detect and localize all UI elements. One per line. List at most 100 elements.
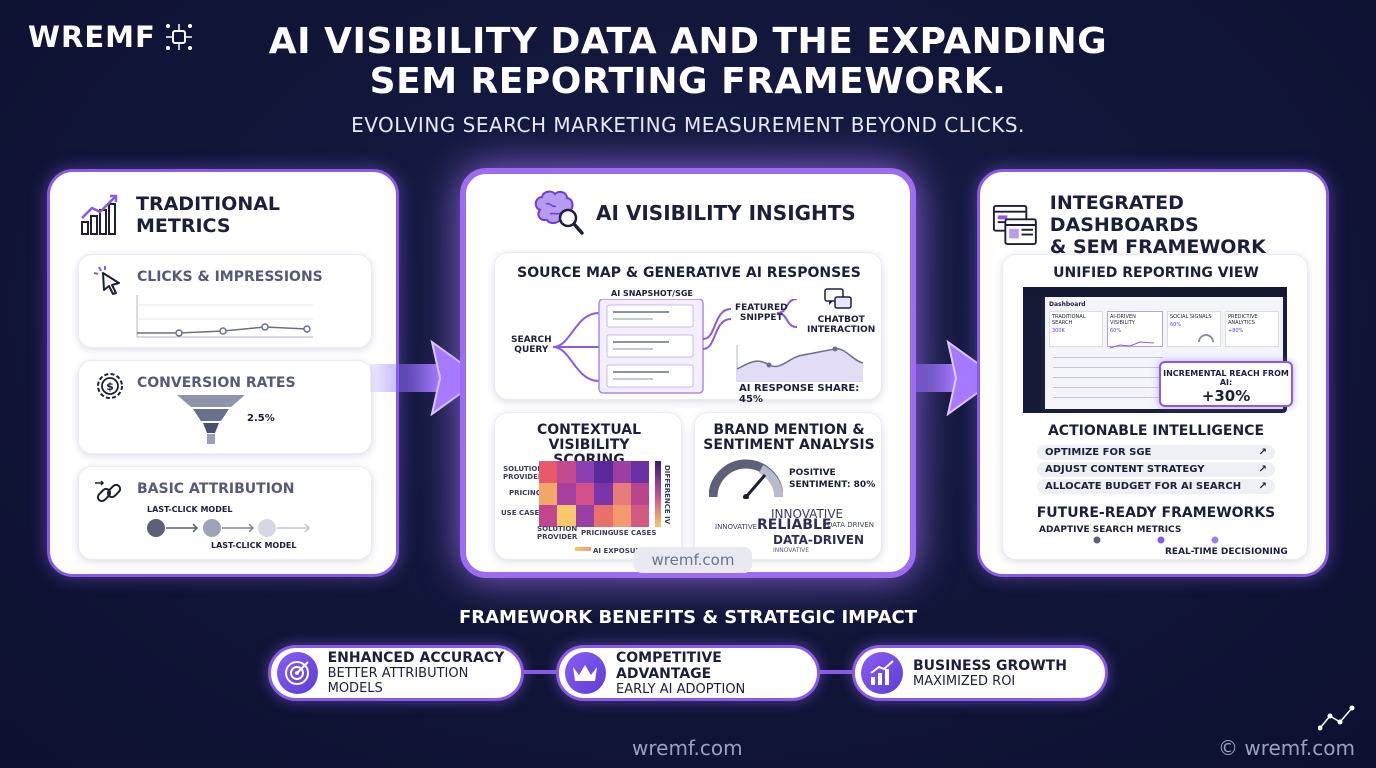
contextual-scoring-card: CONTEXTUAL VISIBILITY SCORING SOLUTION P… — [494, 412, 682, 560]
tile-value: 60% — [1110, 328, 1122, 334]
footer-watermark: wremf.com — [632, 736, 743, 760]
tile-label: AI-DRIVEN VISIBILITY — [1110, 314, 1136, 326]
ai-response-share: AI RESPONSE SHARE: 45% — [739, 383, 860, 405]
action-label: ADJUST CONTENT STRATEGY — [1045, 464, 1205, 475]
table-line — [1053, 387, 1163, 388]
action-allocate-budget[interactable]: ALLOCATE BUDGET FOR AI SEARCH ↗ — [1037, 479, 1275, 494]
target-icon — [277, 652, 318, 694]
word-innovative-tiny: INNOVATIVE — [773, 547, 810, 554]
tile-value: +80% — [1228, 328, 1244, 334]
tile-social: SOCIAL SIGNALS 60% — [1167, 311, 1221, 347]
source-flow-diagram — [553, 299, 864, 394]
panel-header: INTEGRATED DASHBOARDS & SEM FRAMEWORK — [992, 192, 1326, 258]
funnel-icon — [177, 395, 245, 444]
dashboard-windows-icon — [992, 204, 1037, 246]
source-map-title: SOURCE MAP & GENERATIVE AI RESPONSES — [517, 265, 861, 281]
tile-traditional: TRADITIONAL SEARCH 300K — [1049, 311, 1103, 347]
search-query-line-1: SEARCH — [511, 335, 552, 345]
tile-label: TRADITIONAL SEARCH — [1052, 314, 1086, 326]
heatmap-legend-label: DIFFERENCE IV — [663, 465, 671, 525]
clicks-line-chart — [136, 295, 313, 338]
brain-magnifier-icon — [534, 190, 584, 235]
unified-title: UNIFIED REPORTING VIEW — [1053, 265, 1259, 281]
word-innovative-small: INNOVATIVE — [715, 523, 758, 531]
arrow-up-right-icon: ↗ — [1258, 464, 1267, 475]
benefit-subtitle: EARLY AI ADOPTION — [615, 681, 746, 697]
featured-line-2: SNIPPET — [739, 313, 783, 323]
brand-title-line-1: BRAND MENTION & — [713, 422, 865, 438]
heatmap-legend-bar — [655, 461, 661, 527]
chatbot-line-1: CHATBOT — [817, 315, 865, 325]
table-line — [1053, 397, 1163, 398]
sentiment-gauge — [709, 459, 783, 499]
action-label: ALLOCATE BUDGET FOR AI SEARCH — [1045, 481, 1242, 492]
benefit-subtitle: MAXIMIZED ROI — [913, 673, 1016, 689]
cursor-click-icon — [93, 266, 120, 295]
reach-label: INCREMENTAL REACH FROM AI: — [1163, 369, 1289, 387]
page-title: AI VISIBILITY DATA AND THE EXPANDING SEM… — [0, 22, 1376, 102]
basic-attribution-card: BASIC ATTRIBUTION LAST-CLICK MODEL LAST-… — [78, 466, 372, 560]
svg-text:$: $ — [106, 380, 114, 393]
word-data-driven: DATA-DRIVEN — [773, 533, 865, 547]
word-data-driven-small: DATA DRIVEN — [827, 521, 875, 529]
row-label-3: USE CASES — [501, 509, 545, 517]
unified-reporting-card: UNIFIED REPORTING VIEW Dashboard TRADITI… — [1002, 254, 1308, 560]
incremental-reach-callout: INCREMENTAL REACH FROM AI: +30% — [1159, 361, 1293, 407]
page-subtitle: EVOLVING SEARCH MARKETING MEASUREMENT BE… — [351, 113, 1025, 137]
footer-copyright: © wremf.com — [1218, 736, 1355, 760]
benefit-subtitle: BETTER ATTRIBUTION MODELS — [327, 666, 469, 696]
chatbot-interaction-label: CHATBOT INTERACTION — [807, 315, 875, 335]
benefit-connector — [510, 670, 570, 674]
link-chain-icon — [95, 480, 122, 503]
action-label: OPTIMIZE FOR SGE — [1045, 447, 1152, 458]
title-line-2: SEM REPORTING FRAMEWORK. — [369, 61, 1007, 102]
panel-title: AI VISIBILITY INSIGHTS — [596, 201, 856, 225]
tile-value: 60% — [1170, 322, 1182, 328]
word-reliable: RELIABLE — [757, 517, 832, 533]
heatmap-grid — [539, 461, 649, 527]
table-line — [1053, 357, 1163, 358]
logo-text: WREMF — [28, 20, 156, 54]
arrow-up-right-icon: ↗ — [1258, 447, 1267, 458]
brand-logo: WREMF — [28, 20, 194, 54]
benefit-competitive-advantage: COMPETITIVE ADVANTAGE EARLY AI ADOPTION — [556, 645, 820, 701]
benefit-enhanced-accuracy: ENHANCED ACCURACY BETTER ATTRIBUTION MOD… — [268, 645, 524, 701]
action-adjust-content[interactable]: ADJUST CONTENT STRATEGY ↗ — [1037, 462, 1275, 477]
panel-title-line-1: TRADITIONAL — [136, 193, 281, 215]
word-innovative-large: INNOVATIVE — [771, 507, 844, 521]
source-map-card: SOURCE MAP & GENERATIVE AI RESPONSES AI … — [494, 252, 882, 405]
dashboard-topbar — [1023, 287, 1287, 297]
row-label-1: SOLUTION PROVIDER — [503, 465, 544, 481]
brand-sentiment-card: BRAND MENTION & SENTIMENT ANALYSIS POSIT… — [694, 412, 882, 560]
panel-header: AI VISIBILITY INSIGHTS — [532, 190, 856, 236]
benefit-connector — [806, 670, 866, 674]
integrated-dashboards-panel: INTEGRATED DASHBOARDS & SEM FRAMEWORK UN… — [977, 169, 1329, 577]
watermark-badge: wremf.com — [634, 547, 752, 573]
crown-icon — [565, 652, 606, 694]
ai-visibility-panel: AI VISIBILITY INSIGHTS SOURCE MAP & GENE… — [460, 168, 916, 578]
clicks-impressions-label: CLICKS & IMPRESSIONS — [137, 269, 323, 285]
sentiment-value: POSITIVE SENTIMENT: 80% — [789, 467, 875, 491]
dashboard-mockup: Dashboard TRADITIONAL SEARCH 300K AI-DRI… — [1023, 287, 1287, 413]
row-label-2: PRICING — [509, 489, 542, 497]
brand-title: BRAND MENTION & SENTIMENT ANALYSIS — [695, 423, 883, 453]
network-chip-icon — [165, 24, 192, 50]
action-optimize-sge[interactable]: OPTIMIZE FOR SGE ↗ — [1037, 445, 1275, 460]
conversion-rates-card: $ CONVERSION RATES 2.5% — [78, 360, 372, 454]
dollar-gear-icon: $ — [97, 373, 123, 399]
panel-header: TRADITIONAL METRICS — [78, 192, 280, 238]
arrow-up-right-icon: ↗ — [1258, 481, 1267, 492]
arrow-left-to-middle — [370, 340, 484, 416]
model-label-bottom: LAST-CLICK MODEL — [211, 541, 297, 550]
featured-snippet-label: FEATURED SNIPPET — [735, 303, 788, 323]
network-line-icon — [1318, 705, 1355, 731]
col-label-2: PRICING — [581, 529, 614, 537]
clicks-impressions-card: CLICKS & IMPRESSIONS — [78, 254, 372, 348]
bar-chart-icon — [81, 194, 118, 235]
future-ready-title: FUTURE-READY FRAMEWORKS — [1036, 505, 1276, 521]
sentiment-line-2: SENTIMENT: 80% — [789, 480, 876, 490]
dashboard-title: Dashboard — [1049, 301, 1086, 308]
conversion-rates-label: CONVERSION RATES — [137, 375, 296, 391]
tile-label: SOCIAL SIGNALS — [1170, 314, 1212, 320]
snapshot-label: AI SNAPSHOT/SGE — [611, 289, 693, 298]
